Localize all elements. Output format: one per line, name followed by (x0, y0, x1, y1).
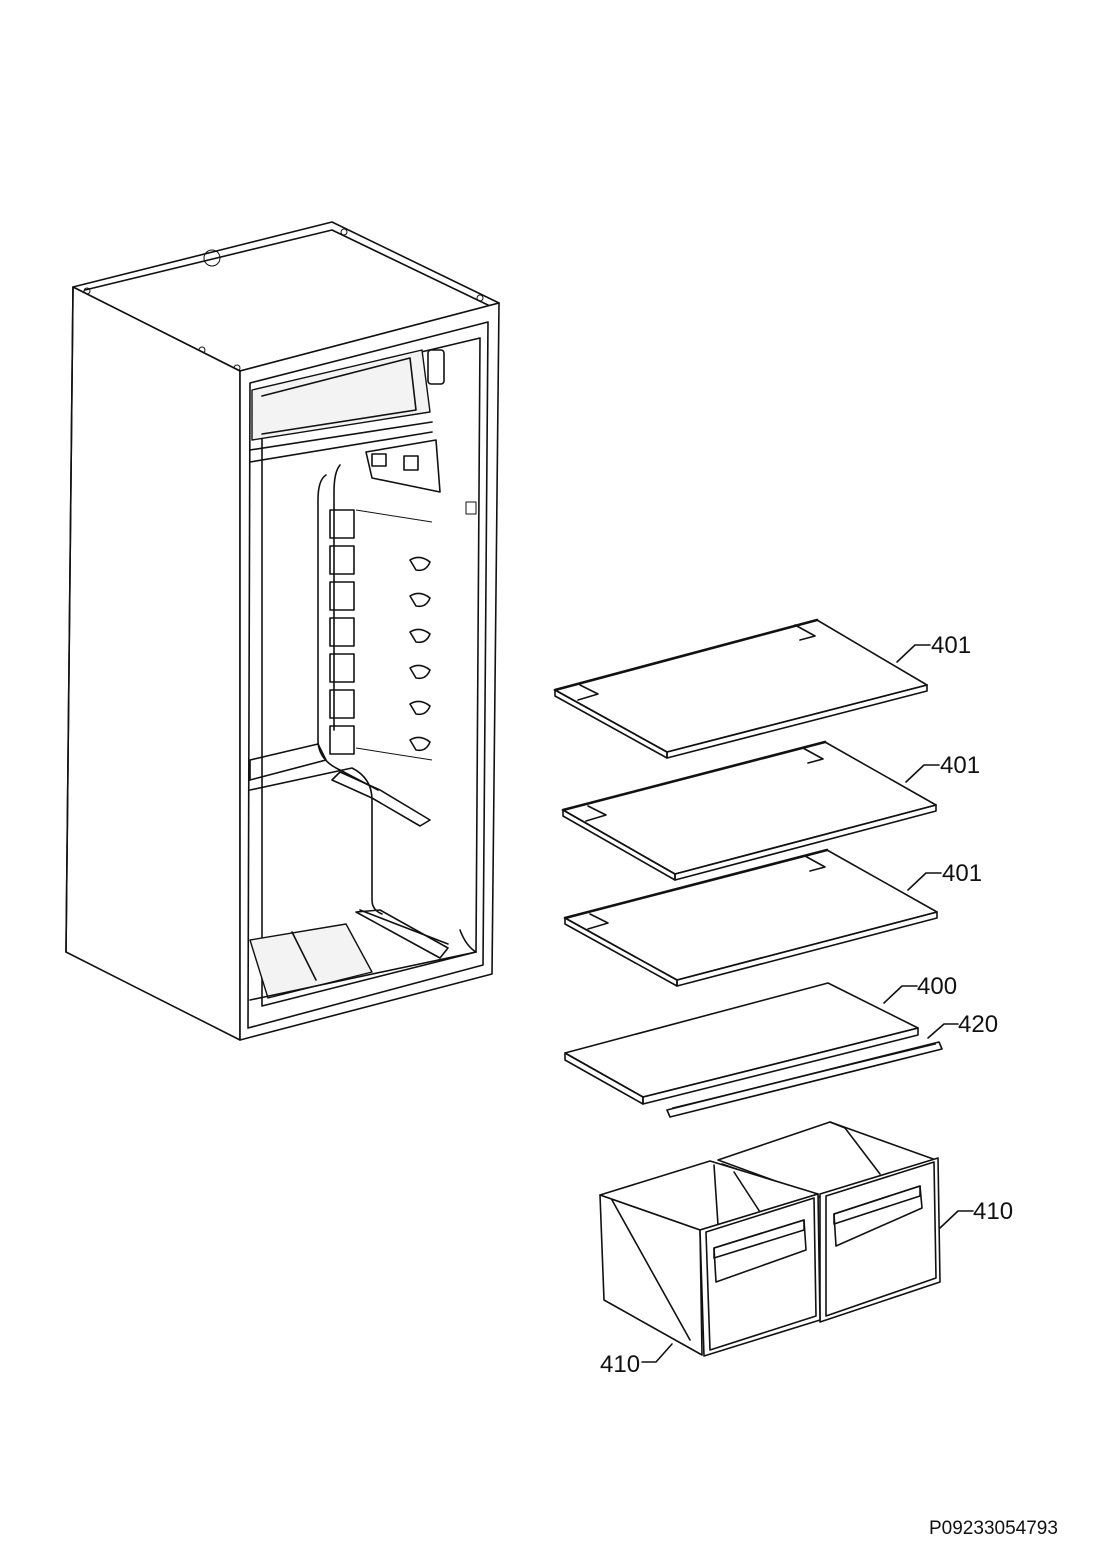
callout-410-left: 410 (600, 1343, 673, 1378)
shelf-clips (409, 556, 431, 752)
crisper-cover-strip (666, 1041, 943, 1118)
callout-420: 420 (927, 1011, 998, 1039)
crisper-drawer-left (599, 1160, 821, 1357)
callout-label: 401 (942, 860, 982, 887)
crisper-cover-glass (564, 982, 919, 1105)
refrigerator-cabinet (65, 221, 500, 1041)
callout-410-right: 410 (939, 1198, 1013, 1229)
glass-shelf-top (553, 618, 928, 759)
glass-shelf-middle (561, 740, 937, 881)
glass-shelf-lower (563, 848, 938, 987)
callout-401-top: 401 (896, 632, 971, 663)
callout-label: 410 (600, 1351, 640, 1378)
callout-401-lower: 401 (907, 860, 982, 891)
shelf-support-ribs (329, 509, 355, 755)
callout-401-middle: 401 (905, 752, 980, 783)
callout-label: 410 (973, 1198, 1013, 1225)
callout-label: 401 (931, 632, 971, 659)
callout-label: 400 (917, 973, 957, 1000)
document-code: P09233054793 (929, 1518, 1058, 1539)
callout-label: 401 (940, 752, 980, 779)
callout-label: 420 (958, 1011, 998, 1038)
callout-400: 400 (883, 973, 957, 1004)
